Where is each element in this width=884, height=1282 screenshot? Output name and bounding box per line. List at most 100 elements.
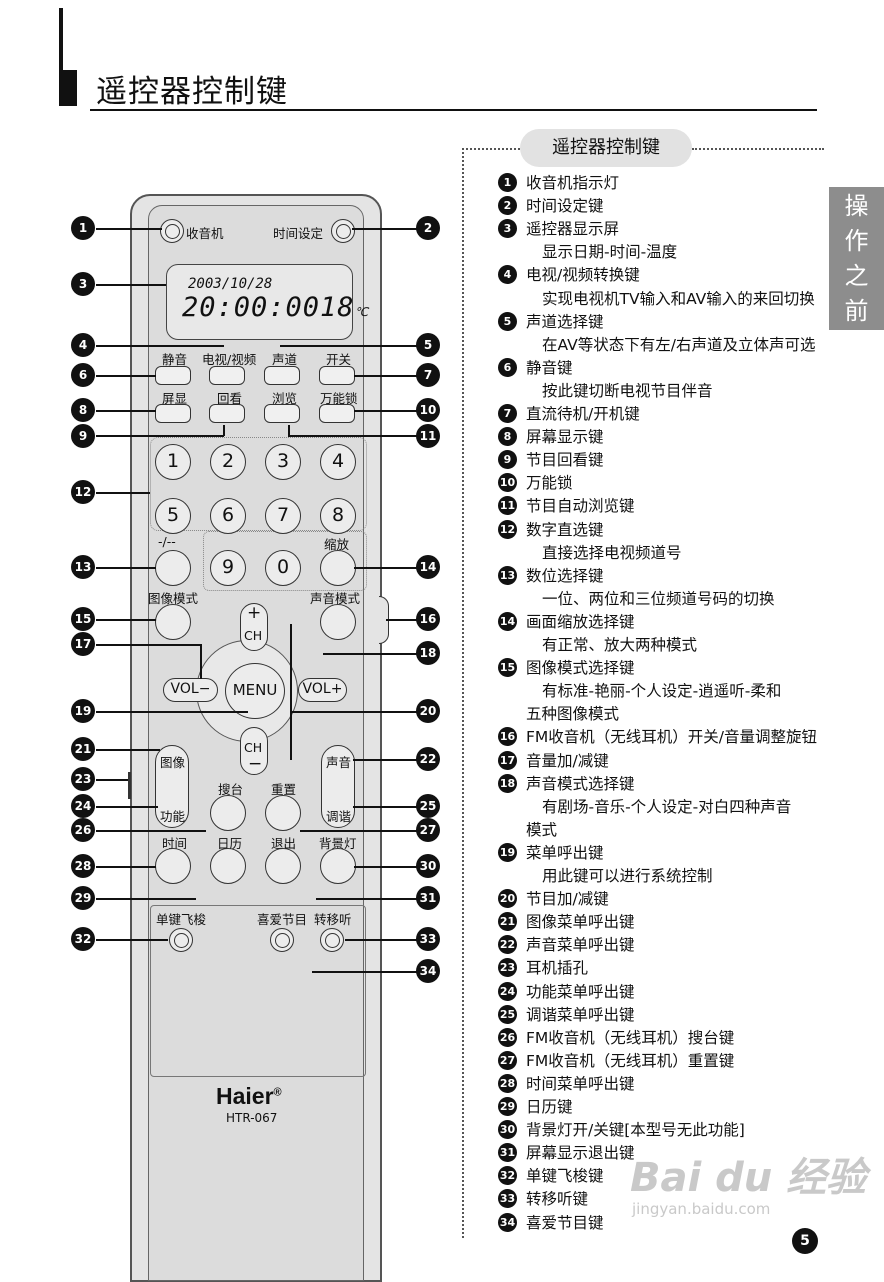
favorite-label: 喜爱节目 bbox=[257, 912, 308, 927]
legend-text: 声音菜单呼出键 bbox=[526, 936, 635, 955]
legend-text: 日历键 bbox=[526, 1098, 573, 1116]
display-label: 屏显 bbox=[162, 391, 188, 406]
digit-select-button[interactable] bbox=[155, 550, 191, 586]
callout-8: 8 bbox=[71, 398, 95, 422]
callout-28: 28 bbox=[71, 854, 95, 878]
power-button[interactable] bbox=[319, 366, 355, 385]
callout-10: 10 bbox=[416, 398, 440, 422]
channel-down-button[interactable] bbox=[240, 727, 268, 775]
digit-4-button[interactable]: 4 bbox=[320, 444, 356, 480]
plus-icon: + bbox=[247, 603, 262, 623]
callout-line bbox=[223, 425, 225, 436]
minus-icon: − bbox=[248, 754, 263, 774]
digit-3-button[interactable]: 3 bbox=[265, 444, 301, 480]
exit-button[interactable] bbox=[265, 848, 301, 884]
legend-item: 模式 bbox=[526, 820, 557, 840]
volume-down-button[interactable]: VOL− bbox=[163, 678, 218, 702]
picture-mode-button[interactable] bbox=[155, 604, 191, 640]
mute-label: 静音 bbox=[162, 352, 188, 367]
favorite-button[interactable] bbox=[270, 928, 294, 952]
reset-button[interactable] bbox=[265, 795, 301, 831]
callout-line bbox=[96, 939, 168, 941]
shuttle-button[interactable] bbox=[169, 928, 193, 952]
watermark-url: jingyan.baidu.com bbox=[632, 1200, 771, 1218]
digit-7-button[interactable]: 7 bbox=[265, 498, 301, 534]
legend-number-badge: 24 bbox=[498, 981, 517, 1001]
legend-text: 用此键可以进行系统控制 bbox=[542, 867, 713, 885]
backlight-label: 背景灯 bbox=[319, 836, 357, 851]
digit-6-button[interactable]: 6 bbox=[210, 498, 246, 534]
function-button[interactable]: 功能 bbox=[160, 809, 186, 824]
legend-number-badge: 21 bbox=[498, 912, 517, 932]
callout-9: 9 bbox=[71, 424, 95, 448]
callout-line bbox=[96, 567, 156, 569]
legend-number-badge: 22 bbox=[498, 935, 517, 955]
legend-number-badge: 30 bbox=[498, 1120, 517, 1140]
digit-5-button[interactable]: 5 bbox=[155, 498, 191, 534]
callout-line bbox=[96, 644, 200, 646]
digit-2-button[interactable]: 2 bbox=[210, 444, 246, 480]
callout-11: 11 bbox=[416, 424, 440, 448]
callout-line bbox=[353, 806, 418, 808]
legend-text: 背景灯开/关键[本型号无此功能] bbox=[526, 1121, 745, 1140]
legend-text: 五种图像模式 bbox=[526, 705, 620, 724]
legend-number-badge: 33 bbox=[498, 1189, 517, 1209]
legend-text: 节目回看键 bbox=[526, 451, 604, 470]
digit-8-button[interactable]: 8 bbox=[320, 498, 356, 534]
power-label: 开关 bbox=[326, 352, 352, 367]
digit-1-button[interactable]: 1 bbox=[155, 444, 191, 480]
callout-18: 18 bbox=[416, 641, 440, 665]
recall-button[interactable] bbox=[209, 404, 245, 423]
page-title: 遥控器控制键 bbox=[96, 74, 288, 110]
callout-line bbox=[300, 830, 418, 832]
tuning-button[interactable]: 调谐 bbox=[326, 809, 352, 824]
callout-line bbox=[354, 866, 418, 868]
menu-button[interactable]: MENU bbox=[225, 663, 285, 719]
backlight-button[interactable] bbox=[320, 848, 356, 884]
legend-text: 时间设定键 bbox=[526, 197, 604, 216]
sound-mode-button[interactable] bbox=[320, 604, 356, 640]
legend-item: 有正常、放大两种模式 bbox=[542, 635, 697, 655]
zoom-label: 缩放 bbox=[324, 537, 350, 552]
legend-number-badge: 3 bbox=[498, 219, 517, 239]
callout-line bbox=[352, 228, 418, 230]
mute-button[interactable] bbox=[155, 366, 191, 385]
callout-line bbox=[96, 711, 248, 713]
callout-24: 24 bbox=[71, 794, 95, 818]
transfer-button[interactable] bbox=[320, 928, 344, 952]
transfer-label: 转移听 bbox=[314, 912, 352, 927]
lock-label: 万能锁 bbox=[320, 391, 358, 406]
legend-number-badge: 15 bbox=[498, 658, 517, 678]
time-button[interactable] bbox=[155, 848, 191, 884]
volume-up-button[interactable]: VOL+ bbox=[298, 678, 347, 702]
browse-button[interactable] bbox=[264, 404, 300, 423]
legend-number-badge: 5 bbox=[498, 311, 517, 331]
section-tab-char: 操 bbox=[844, 192, 869, 220]
display-button[interactable] bbox=[155, 404, 191, 423]
calendar-button[interactable] bbox=[210, 848, 246, 884]
picture-button[interactable]: 图像 bbox=[160, 755, 186, 770]
callout-line bbox=[96, 830, 206, 832]
tv-av-button[interactable] bbox=[209, 366, 245, 385]
sound-button[interactable]: 声音 bbox=[326, 755, 352, 770]
zoom-button[interactable] bbox=[320, 550, 356, 586]
legend-text: 直流待机/开机键 bbox=[526, 405, 640, 423]
callout-22: 22 bbox=[416, 747, 440, 771]
digit-0-button[interactable]: 0 bbox=[265, 550, 301, 586]
search-button[interactable] bbox=[210, 795, 246, 831]
radio-indicator-icon bbox=[160, 219, 184, 243]
lock-button[interactable] bbox=[319, 404, 355, 423]
section-tab: 操 作 之 前 bbox=[829, 187, 884, 330]
sound-channel-button[interactable] bbox=[264, 366, 300, 385]
channel-up-button[interactable] bbox=[240, 603, 268, 651]
time-set-button[interactable] bbox=[331, 219, 355, 243]
digit-9-button[interactable]: 9 bbox=[210, 550, 246, 586]
search-label: 搜台 bbox=[218, 782, 244, 797]
